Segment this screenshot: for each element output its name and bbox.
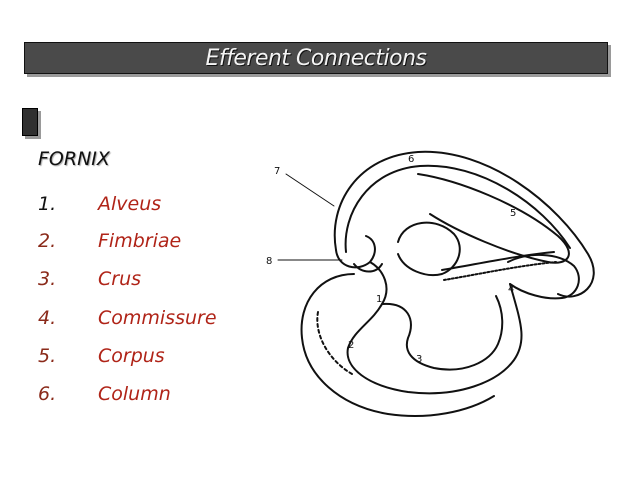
commissure [441, 251, 555, 271]
list-label: Alveus [98, 193, 162, 215]
list-number: 1. [38, 193, 57, 215]
fornix-arch [333, 150, 595, 298]
slide-title: Efferent Connections [205, 45, 427, 71]
list-heading: FORNIX [38, 148, 110, 170]
list-number: 6. [38, 383, 57, 405]
fornix-illustration: 7 6 5 8 1 4 2 3 [266, 150, 595, 417]
callout-5: 5 [510, 208, 516, 219]
callout-4: 4 [508, 284, 514, 295]
corpus-shape [417, 173, 570, 264]
title-bar: Efferent Connections [24, 42, 608, 74]
callout-6: 6 [408, 154, 414, 165]
callout-1: 1 [376, 294, 382, 305]
hippocampus [300, 273, 495, 417]
crus-fimbria [346, 261, 523, 395]
callout-7: 7 [274, 166, 280, 177]
alveus-lobe [335, 235, 376, 269]
callout-2: 2 [348, 340, 354, 351]
bullet-marker [22, 108, 38, 136]
list-number: 4. [38, 307, 57, 329]
list-label: Crus [98, 268, 142, 290]
list-number: 3. [38, 268, 57, 290]
callout-8: 8 [266, 256, 272, 267]
list-label: Fimbriae [98, 230, 182, 252]
callout-3: 3 [416, 354, 422, 365]
list-label: Commissure [98, 307, 217, 329]
list-number: 5. [38, 345, 57, 367]
list-label: Corpus [98, 345, 165, 367]
list-number: 2. [38, 230, 57, 252]
list-label: Column [98, 383, 171, 405]
